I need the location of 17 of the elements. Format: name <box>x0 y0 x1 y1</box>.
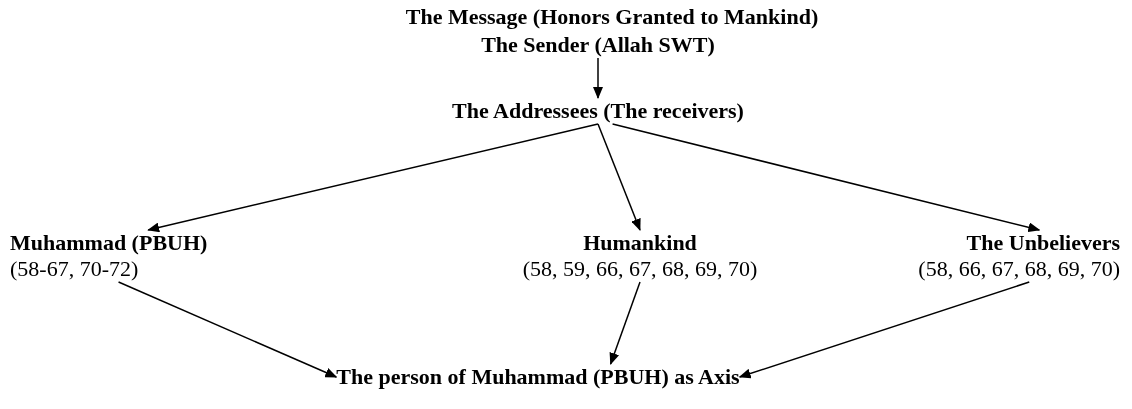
arrow <box>738 281 1030 379</box>
verse-range: (58-67, 70-72) <box>10 256 139 282</box>
verse-range: (58, 59, 66, 67, 68, 69, 70) <box>522 256 758 282</box>
node-heading: The Sender (Allah SWT) <box>481 32 715 58</box>
verse-range: (58, 66, 67, 68, 69, 70) <box>918 256 1120 282</box>
arrow <box>147 123 599 233</box>
arrow <box>597 123 641 231</box>
node-heading: The person of Muhammad (PBUH) as Axis <box>336 364 740 390</box>
arrow <box>117 281 338 378</box>
node-heading: Muhammad (PBUH) <box>10 230 208 256</box>
arrow <box>611 123 1041 233</box>
node-heading: The Addressees (The receivers) <box>452 98 744 124</box>
node-heading: The Unbelievers <box>966 230 1120 256</box>
arrow <box>609 281 641 365</box>
arrow <box>593 57 603 99</box>
diagram-title: The Message (Honors Granted to Mankind) <box>405 4 819 30</box>
node-heading: Humankind <box>583 230 697 256</box>
